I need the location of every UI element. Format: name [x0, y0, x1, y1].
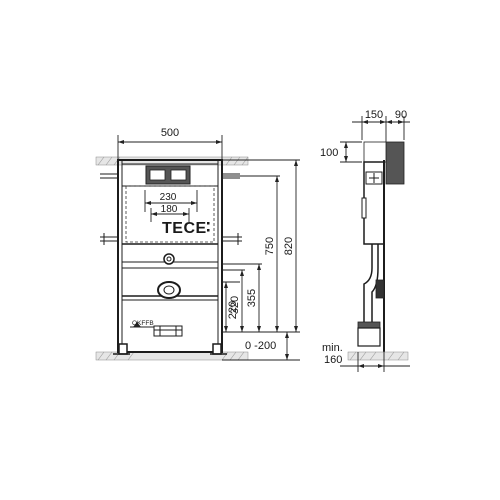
label-width-500: 500 — [161, 127, 179, 139]
dim-320 — [240, 270, 244, 332]
front-view: TECE 500 230 180 — [95, 127, 300, 361]
drain-connection — [157, 281, 181, 299]
dim-355 — [257, 264, 261, 332]
supply-connection — [163, 253, 175, 265]
floor-level-marker — [130, 322, 154, 328]
label-355: 355 — [246, 289, 258, 307]
dim-230 — [144, 190, 198, 212]
dim-820 — [294, 160, 298, 332]
label-side-min: min. — [322, 342, 343, 354]
label-750: 750 — [264, 237, 276, 255]
dim-adjust — [285, 332, 289, 360]
side-floor — [347, 351, 409, 361]
dim-side-100 — [340, 141, 362, 163]
label-side-150: 150 — [365, 109, 383, 121]
dim-220 — [224, 282, 228, 332]
floor-level-label: OKFFB — [132, 320, 154, 327]
cistern-outline — [125, 185, 215, 243]
side-drain-pipe — [357, 244, 385, 347]
dim-width-500 — [117, 135, 223, 160]
side-frame — [361, 160, 385, 360]
side-view: 150 90 100 — [320, 109, 410, 372]
wall-bracket-right — [222, 173, 242, 245]
label-180: 180 — [161, 204, 178, 215]
dim-180 — [150, 208, 190, 222]
extension-lines — [222, 159, 300, 361]
label-820: 820 — [283, 237, 295, 255]
label-320: 320 — [229, 296, 241, 314]
side-flush-plate — [363, 141, 387, 163]
label-adjust: 0 -200 — [245, 340, 276, 352]
label-side-90: 90 — [395, 109, 407, 121]
dim-750 — [275, 176, 279, 332]
frame-feet — [113, 343, 227, 355]
drain-pipe — [153, 325, 183, 337]
dim-side-min — [340, 352, 410, 372]
brand-logo-colon — [207, 222, 210, 232]
label-side-min-value: 160 — [324, 354, 342, 366]
flush-plate — [145, 165, 191, 185]
label-220: 220 — [227, 301, 239, 319]
label-side-100: 100 — [320, 147, 338, 159]
label-230: 230 — [160, 192, 177, 203]
brand-logo: TECE — [162, 220, 207, 237]
wall-bracket-left — [100, 173, 118, 245]
side-wall-block — [385, 141, 405, 185]
